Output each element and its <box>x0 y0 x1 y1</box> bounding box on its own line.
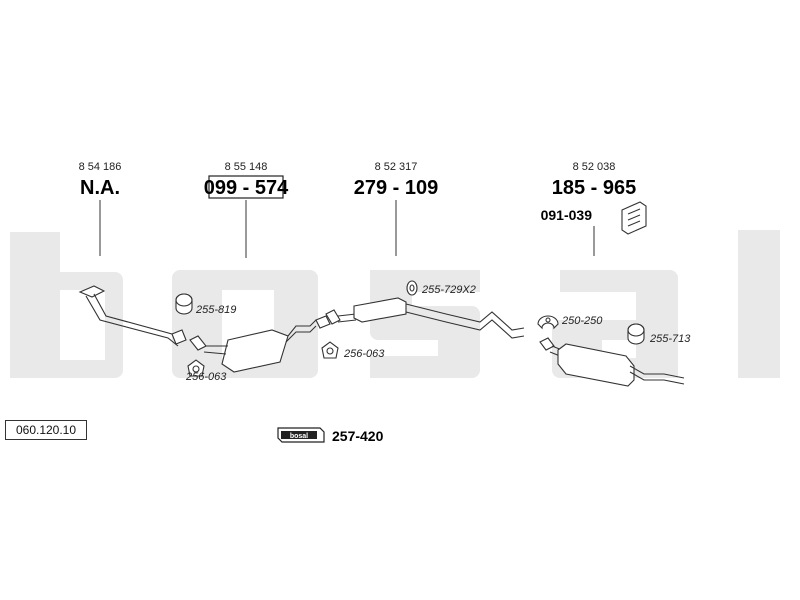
catalytic-converter <box>189 315 331 373</box>
accessory-label-256-063-b: 256-063 <box>343 348 385 360</box>
accessory-label-250-250: 250-250 <box>561 315 603 327</box>
ref-number-2: 8 55 148 <box>225 161 268 173</box>
bosal-watermark <box>10 230 780 378</box>
gasket-icon-256-063-b <box>321 341 339 359</box>
accessory-label-255-729x2: 255-729X2 <box>421 284 476 296</box>
mounting-kit-badge-text: bosal <box>290 433 308 440</box>
gasket-icon-256-063-a <box>187 359 205 377</box>
part-number-3: 279 - 109 <box>354 177 439 199</box>
accessory-label-255-819: 255-819 <box>195 304 236 316</box>
clamp-icon-250-250 <box>537 315 559 330</box>
centre-silencer <box>325 297 525 339</box>
accessory-label-256-063-a: 256-063 <box>185 371 227 383</box>
diagram-id: 060.120.10 <box>5 420 87 440</box>
part-number-2-box <box>208 175 284 199</box>
clamp-icon-255-819 <box>175 293 193 315</box>
clamp-icon-255-713 <box>627 323 645 345</box>
rubber-mount-icon <box>621 201 647 235</box>
ref-number-3: 8 52 317 <box>375 161 418 173</box>
ref-number-1: 8 54 186 <box>79 161 122 173</box>
extra-part-number: 091-039 <box>541 207 593 223</box>
part-number-2: 099 - 574 <box>204 177 289 199</box>
rear-silencer <box>539 337 685 387</box>
ref-number-4: 8 52 038 <box>573 161 616 173</box>
hanger-icon-255-729x2 <box>406 280 418 296</box>
mounting-kit-badge: bosal <box>277 427 325 443</box>
front-pipe <box>78 285 187 347</box>
part-number-1: N.A. <box>80 177 120 199</box>
part-number-4: 185 - 965 <box>552 177 637 199</box>
mounting-kit-part-number: 257-420 <box>332 428 384 444</box>
accessory-label-255-713: 255-713 <box>649 333 691 345</box>
